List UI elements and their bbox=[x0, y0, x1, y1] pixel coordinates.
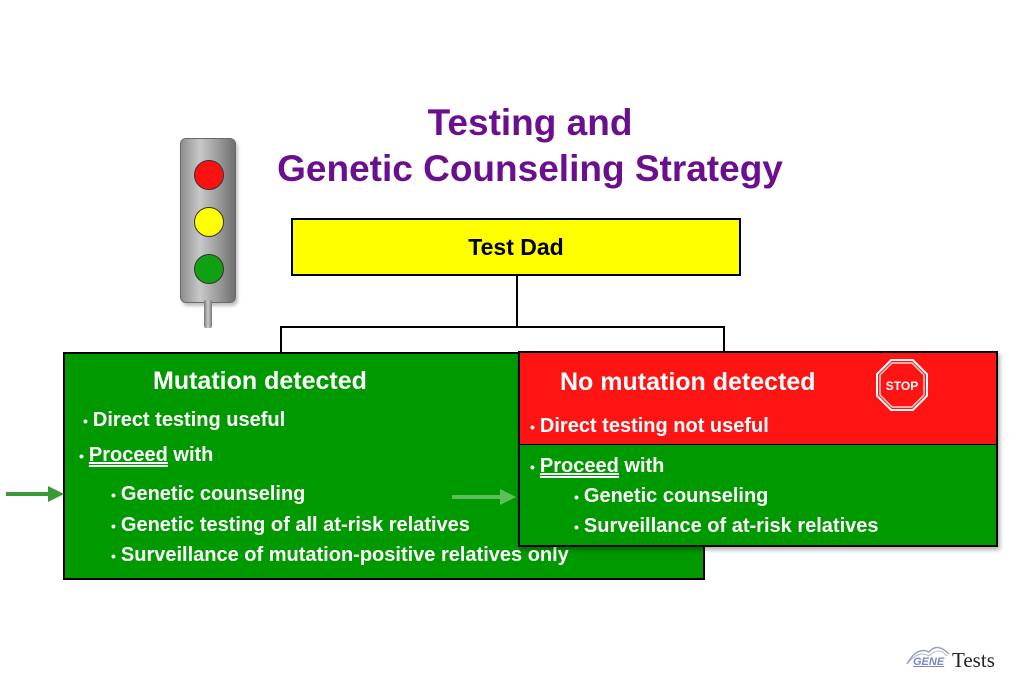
left-bullet-direct-testing: •Direct testing useful bbox=[83, 409, 286, 431]
right-sub-item: •Genetic counseling bbox=[574, 485, 769, 507]
green-lamp-icon bbox=[194, 254, 224, 284]
arrow-right-faded-icon bbox=[452, 489, 516, 505]
title-line-2: Genetic Counseling Strategy bbox=[277, 148, 783, 189]
left-sub-item: •Surveillance of mutation-positive relat… bbox=[111, 544, 569, 566]
connector-horizontal bbox=[280, 326, 725, 328]
page-title: Testing and Genetic Counseling Strategy bbox=[230, 100, 830, 192]
connector-vertical bbox=[516, 276, 518, 327]
test-dad-box: Test Dad bbox=[291, 218, 741, 276]
right-bullet-proceed: •Proceed with bbox=[530, 455, 665, 477]
arrow-right-icon bbox=[6, 486, 64, 502]
left-sub-item: •Genetic testing of all at-risk relative… bbox=[111, 514, 470, 536]
test-dad-label: Test Dad bbox=[468, 233, 564, 260]
logo-gene-text: GENE bbox=[913, 656, 945, 668]
left-sub-item: •Genetic counseling bbox=[111, 483, 306, 505]
logo-tests-text: Tests bbox=[952, 648, 995, 672]
stop-sign-label: STOP bbox=[886, 379, 918, 393]
title-line-1: Testing and bbox=[427, 102, 633, 143]
connector-right-drop bbox=[723, 326, 725, 352]
genetests-logo-icon bbox=[906, 646, 950, 665]
yellow-lamp-icon bbox=[194, 207, 224, 237]
traffic-light-pole bbox=[204, 300, 212, 328]
mutation-detected-heading: Mutation detected bbox=[153, 367, 367, 395]
left-bullet-proceed: •Proceed with bbox=[79, 444, 214, 466]
connector-left-drop bbox=[280, 326, 282, 353]
right-sub-item: •Surveillance of at-risk relatives bbox=[574, 515, 879, 537]
right-bullet-direct-testing: •Direct testing not useful bbox=[530, 415, 769, 437]
stop-sign-icon: STOP bbox=[876, 359, 928, 411]
no-mutation-heading: No mutation detected bbox=[560, 368, 816, 396]
red-lamp-icon bbox=[194, 160, 224, 190]
